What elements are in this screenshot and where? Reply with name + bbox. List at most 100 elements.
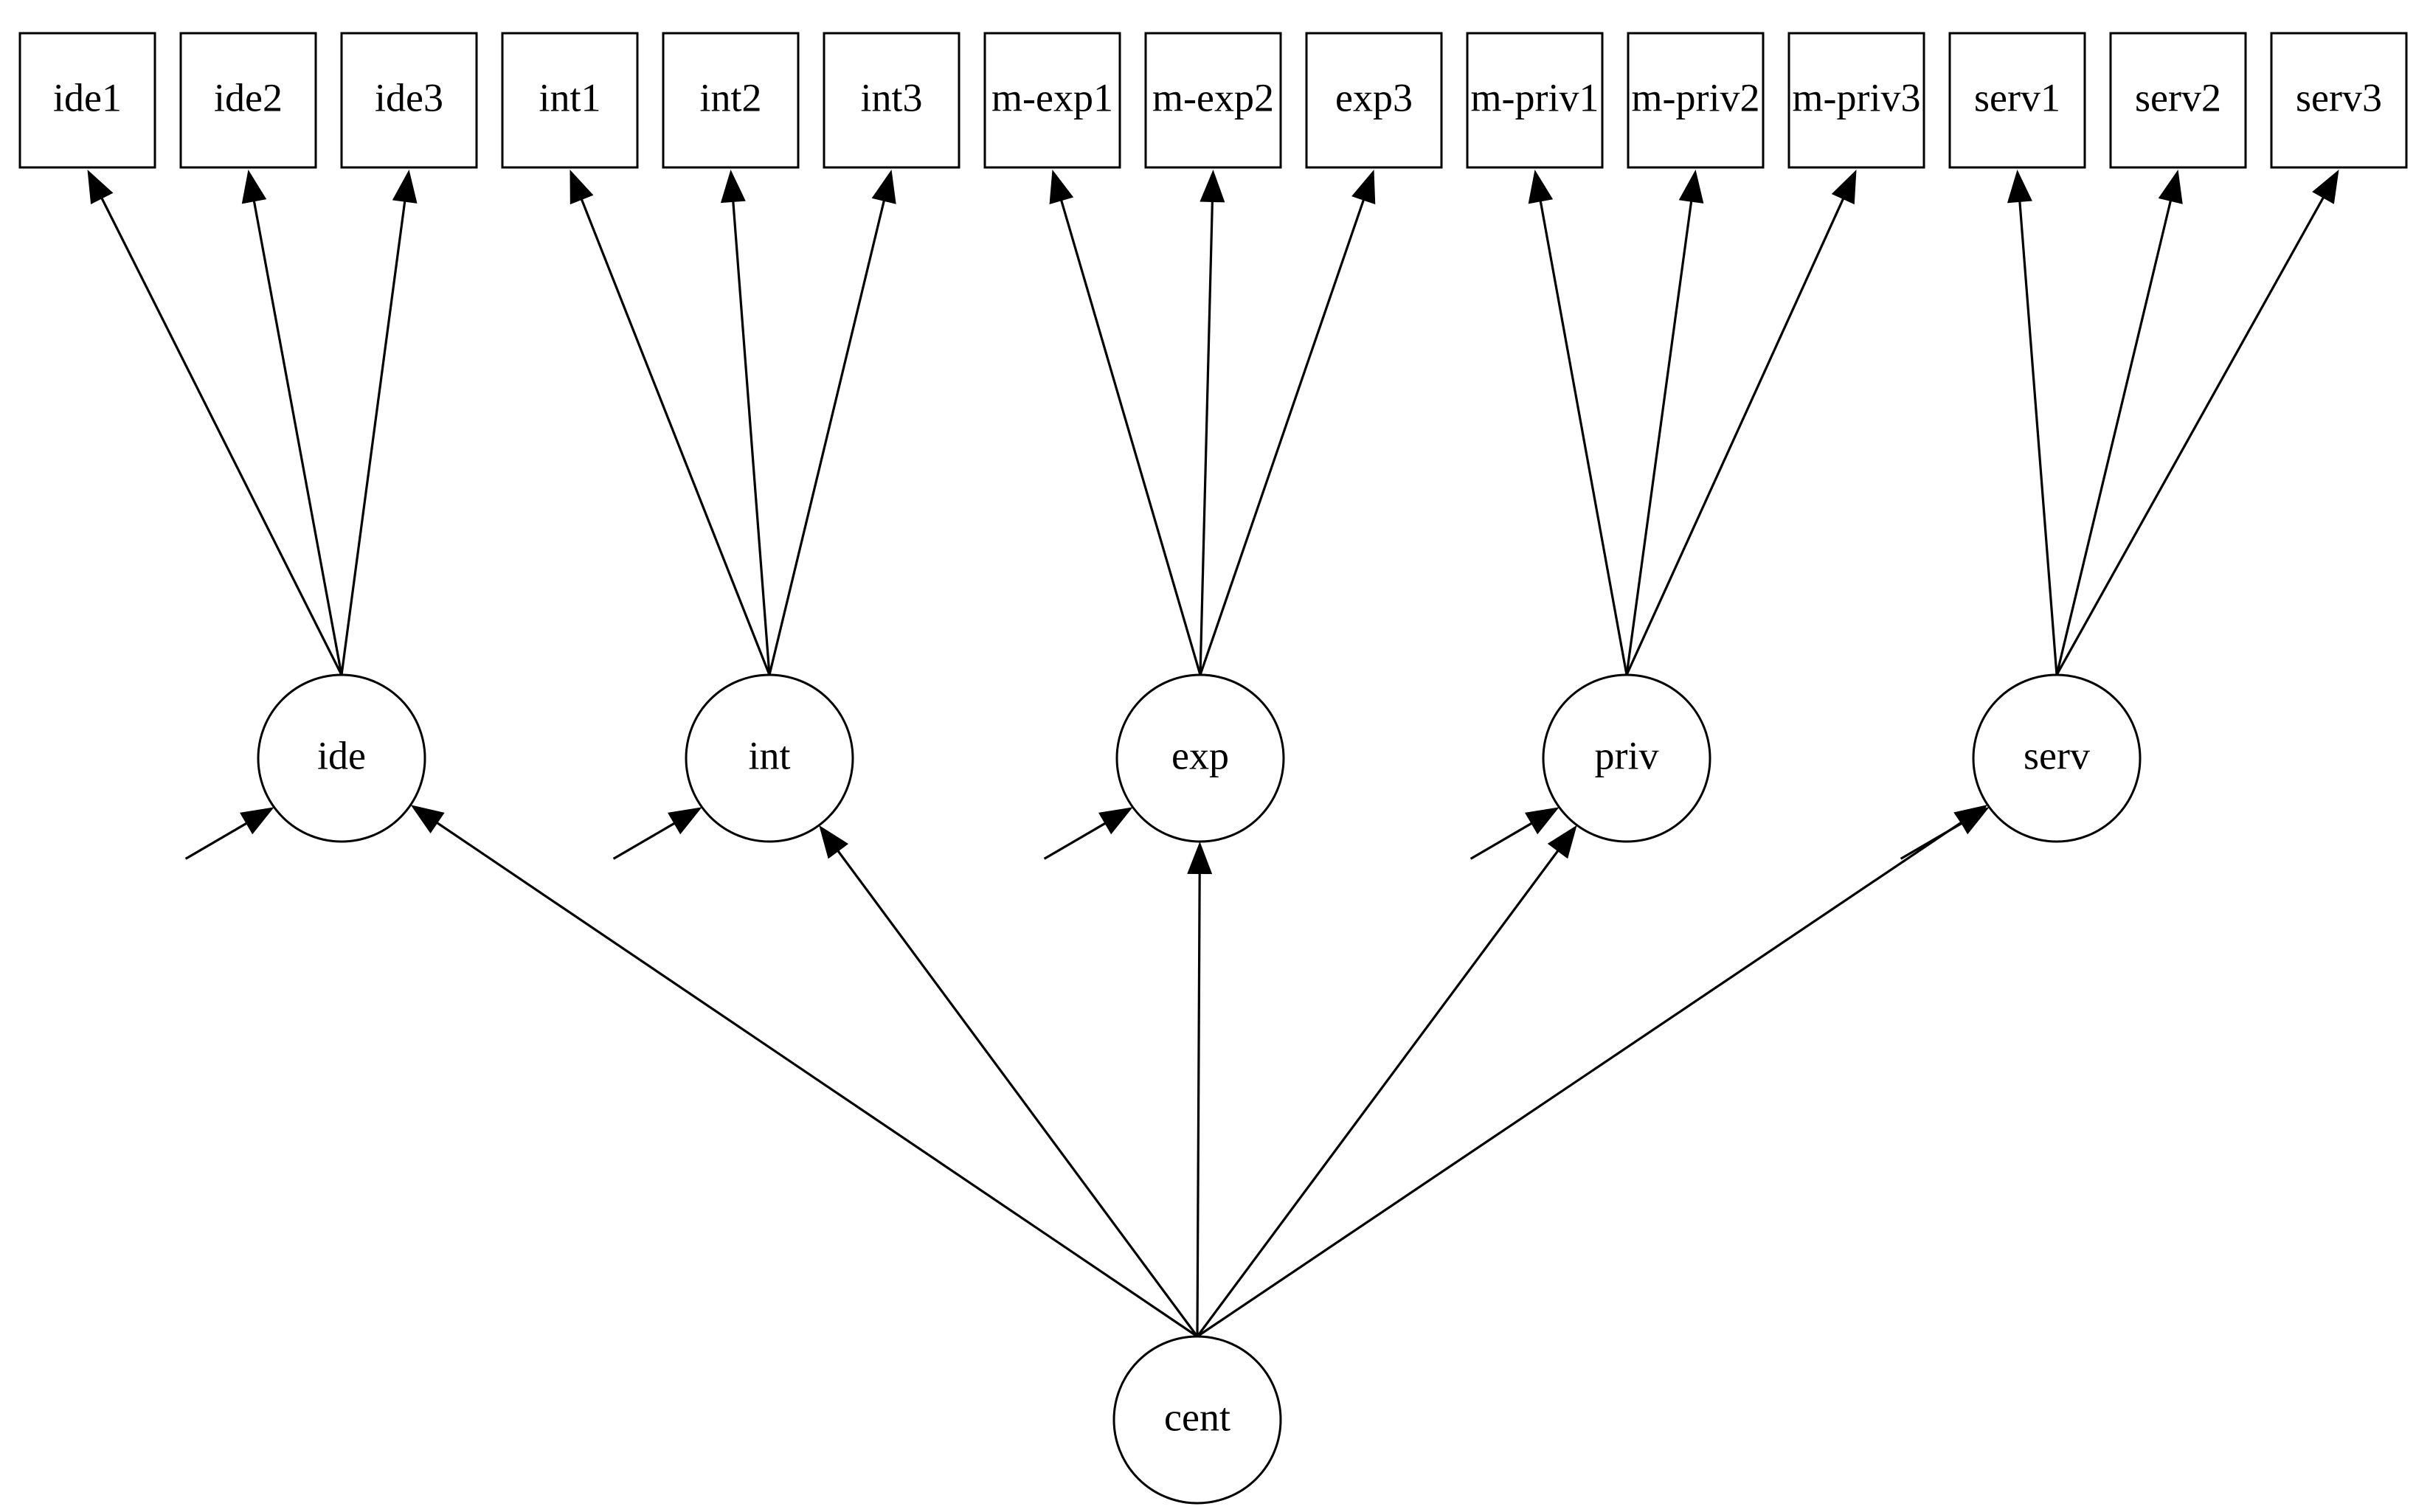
loading-ide-to-ide3-head [392,170,418,204]
loading-serv-to-serv1 [2007,170,2058,676]
observed-box-m-exp1[interactable] [983,32,1121,169]
latent-node-ide[interactable]: ide [257,673,426,843]
residual-arrow-priv-head [1525,807,1560,835]
observed-label-serv3: serv3 [2296,75,2382,119]
observed-label-ide2: ide2 [214,75,283,119]
residual-arrow-serv-head [1955,807,1990,835]
observed-box-m-exp2[interactable] [1144,32,1282,169]
loading-exp-to-m-exp1-line [1057,190,1202,676]
loading-ide-to-ide3-line [340,190,408,676]
structural-cent-to-priv-line [1196,841,1565,1337]
observed-node-ide1[interactable]: ide1 [18,32,156,169]
observed-label-m-exp2: m-exp2 [1152,75,1274,119]
loading-priv-to-m-priv1 [1528,170,1628,676]
latent-label-ide: ide [317,733,366,777]
latent-label-cent: cent [1164,1395,1230,1439]
loading-int-to-int3-head [871,170,896,204]
observed-label-serv2: serv2 [2135,75,2221,119]
observed-node-ide3[interactable]: ide3 [340,32,478,169]
loading-ide-to-ide2 [241,170,343,676]
loading-exp-to-m-exp2-head [1200,170,1225,203]
latent-circle-cent[interactable] [1112,1335,1282,1505]
observed-box-m-priv3[interactable] [1787,32,1925,169]
loading-serv-to-serv2 [2055,170,2183,676]
residual-arrow-exp [1043,807,1133,860]
loading-priv-to-m-priv1-line [1537,190,1628,676]
loading-serv-to-serv3 [2055,170,2339,676]
observed-node-exp3[interactable]: exp3 [1305,32,1443,169]
structural-cent-to-serv-line [1197,815,1971,1338]
latent-circle-exp[interactable] [1115,673,1285,843]
observed-box-m-priv2[interactable] [1627,32,1765,169]
structural-cent-to-exp [1187,841,1213,1337]
loading-priv-to-m-priv3-line [1625,188,1849,676]
latent-circle-int[interactable] [685,673,854,843]
latent-circle-serv[interactable] [1972,673,2142,843]
latent-node-int[interactable]: int [685,673,854,843]
residual-arrow-int-line [612,816,685,860]
observed-node-int2[interactable]: int2 [662,32,800,169]
observed-label-int3: int3 [860,75,922,119]
loading-priv-to-m-priv3-head [1831,170,1857,205]
observed-box-m-priv1[interactable] [1466,32,1604,169]
residual-arrow-int [612,807,702,860]
observed-label-m-priv1: m-priv1 [1471,75,1599,119]
observed-node-m-priv3[interactable]: m-priv3 [1787,32,1925,169]
structural-cent-to-ide [410,805,1198,1338]
observed-box-exp3[interactable] [1305,32,1443,169]
observed-node-serv1[interactable]: serv1 [1948,32,2086,169]
loading-serv-to-serv1-line [2018,190,2058,676]
observed-node-serv3[interactable]: serv3 [2270,32,2408,169]
latent-label-priv: priv [1595,733,1659,777]
loading-exp-to-exp3-line [1199,189,1368,676]
loading-exp-to-exp3-head [1351,170,1376,205]
latent-node-serv[interactable]: serv [1972,673,2142,843]
latent-circle-priv[interactable] [1542,673,1711,843]
observed-label-m-exp1: m-exp1 [991,75,1113,119]
observed-node-m-priv2[interactable]: m-priv2 [1627,32,1765,169]
structural-cent-to-exp-head [1187,841,1213,875]
residual-arrow-serv-line [1900,816,1972,860]
observed-label-ide3: ide3 [375,75,443,119]
observed-box-int3[interactable] [823,32,960,169]
loading-int-to-int1-line [576,189,771,676]
loading-serv-to-serv2-head [2158,170,2183,204]
observed-node-m-priv1[interactable]: m-priv1 [1466,32,1604,169]
observed-label-exp3: exp3 [1335,75,1413,119]
observed-node-int1[interactable]: int1 [501,32,639,169]
loading-int-to-int1-head [570,170,594,205]
loading-ide-to-ide1 [87,170,343,676]
loading-priv-to-m-priv3 [1625,170,1857,676]
observed-node-serv2[interactable]: serv2 [2109,32,2247,169]
observed-box-int2[interactable] [662,32,800,169]
structural-cent-to-int-head [819,825,849,859]
observed-box-ide3[interactable] [340,32,478,169]
observed-box-ide1[interactable] [18,32,156,169]
loading-serv-to-serv3-line [2055,187,2330,676]
latent-node-exp[interactable]: exp [1115,673,1285,843]
observed-label-m-priv3: m-priv3 [1793,75,1921,119]
residual-arrow-int-head [668,807,702,835]
loading-exp-to-exp3 [1199,170,1376,676]
observed-node-ide2[interactable]: ide2 [179,32,317,169]
latent-node-cent[interactable]: cent [1112,1335,1282,1505]
observed-box-serv3[interactable] [2270,32,2408,169]
loading-serv-to-serv1-head [2007,170,2032,204]
loading-serv-to-serv3-head [2312,170,2339,204]
loading-int-to-int2 [720,170,771,676]
latent-node-priv[interactable]: priv [1542,673,1711,843]
observed-box-serv2[interactable] [2109,32,2247,169]
observed-node-m-exp1[interactable]: m-exp1 [983,32,1121,169]
observed-box-serv1[interactable] [1948,32,2086,169]
loading-exp-to-m-exp2-line [1199,190,1214,676]
observed-box-int1[interactable] [501,32,639,169]
observed-node-m-exp2[interactable]: m-exp2 [1144,32,1282,169]
residual-arrow-ide [184,807,274,860]
loading-priv-to-m-priv2 [1625,170,1704,676]
observed-box-ide2[interactable] [179,32,317,169]
observed-label-serv1: serv1 [1974,75,2060,119]
latent-circle-ide[interactable] [257,673,426,843]
observed-node-int3[interactable]: int3 [823,32,960,169]
structural-cent-to-serv [1197,805,1988,1338]
